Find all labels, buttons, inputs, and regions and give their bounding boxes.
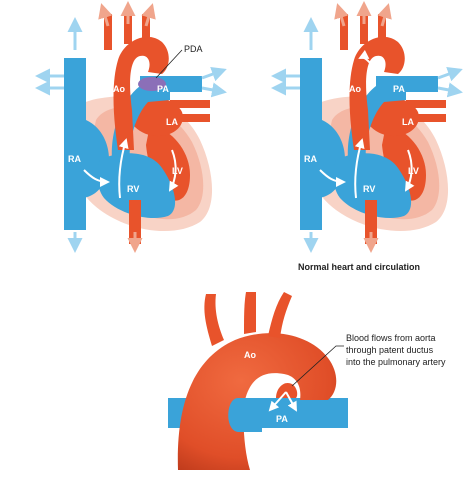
normal-right-ventricle-label: RV bbox=[363, 184, 375, 194]
detail-note-line: Blood flows from aorta bbox=[346, 333, 436, 343]
pda-descending-aorta bbox=[129, 200, 141, 244]
detail-flow-arrow bbox=[268, 391, 287, 412]
normal-pulmonary-artery-label: PA bbox=[393, 84, 405, 94]
normal-pulmonary-artery-branch bbox=[376, 76, 438, 92]
detail-note-line: through patent ductus bbox=[346, 345, 434, 355]
pda-arch-branch bbox=[142, 14, 150, 44]
pda-right-ventricle bbox=[97, 153, 176, 218]
normal-arch-branch bbox=[340, 14, 348, 50]
detail-aorta-label: Ao bbox=[244, 350, 256, 360]
detail-note-leader bbox=[291, 345, 344, 387]
pda-label-leader bbox=[155, 49, 183, 79]
detail-aorta bbox=[177, 333, 337, 470]
detail-flow-arrow bbox=[285, 391, 297, 412]
normal-flow-arrow bbox=[437, 67, 463, 82]
normal-pulmonary-vein bbox=[406, 114, 446, 122]
detail-arch-branch bbox=[268, 292, 292, 338]
pda-arch-branch bbox=[124, 14, 132, 44]
left-atrium-label: LA bbox=[166, 117, 178, 127]
normal-pulmonary-vein bbox=[406, 100, 446, 108]
pda-pulmonary-vein bbox=[170, 100, 210, 108]
pda-flow-arrow bbox=[201, 67, 227, 82]
pda-label: PDA bbox=[184, 44, 203, 54]
normal-flow-arrow bbox=[437, 82, 463, 98]
pda-flow-arrow bbox=[141, 3, 156, 27]
pda-aorta bbox=[113, 36, 169, 150]
pda-pulmonary-vein bbox=[170, 114, 210, 122]
normal-aorta-label: Ao bbox=[349, 84, 361, 94]
detail-arch-branch bbox=[204, 294, 224, 346]
detail-pulmonary-artery-branch bbox=[228, 398, 262, 432]
pda-flow-arrow bbox=[201, 82, 227, 98]
normal-heart-diagram: Ao PA LA RA LV RV bbox=[271, 1, 463, 253]
ductus-detail-diagram: Ao PA Blood flows from aorta through pat… bbox=[168, 292, 446, 470]
pda-arch-branch bbox=[104, 14, 112, 50]
detail-note-line: into the pulmonary artery bbox=[346, 357, 446, 367]
normal-left-atrium-label: LA bbox=[402, 117, 414, 127]
normal-flow-arrow bbox=[354, 138, 365, 199]
normal-right-atrium-label: RA bbox=[304, 154, 317, 164]
normal-heart-caption: Normal heart and circulation bbox=[298, 262, 420, 272]
normal-arch-branch bbox=[378, 14, 386, 44]
normal-flow-arrow bbox=[377, 3, 392, 27]
normal-arch-branch bbox=[360, 14, 368, 44]
normal-left-ventricle-label: LV bbox=[408, 166, 419, 176]
normal-descending-aorta bbox=[365, 200, 377, 244]
detail-ductus-arteriosus bbox=[276, 382, 298, 398]
detail-arch-branch bbox=[244, 292, 256, 334]
normal-flow-arrow bbox=[358, 49, 377, 71]
pulmonary-artery-label: PA bbox=[157, 84, 169, 94]
detail-pulmonary-artery-label: PA bbox=[276, 414, 288, 424]
right-atrium-label: RA bbox=[68, 154, 81, 164]
pda-flow-arrow bbox=[118, 138, 129, 199]
pda-flow-arrow bbox=[98, 3, 113, 27]
aorta-label: Ao bbox=[113, 84, 125, 94]
pda-heart-diagram: PDA Ao PA LA RA LV RV bbox=[35, 1, 227, 253]
normal-flow-arrow bbox=[334, 3, 349, 27]
right-ventricle-label: RV bbox=[127, 184, 139, 194]
pda-flow-arrow bbox=[168, 149, 179, 192]
normal-aorta bbox=[349, 36, 405, 150]
normal-flow-arrow bbox=[404, 149, 415, 192]
normal-flow-arrow bbox=[319, 169, 346, 187]
left-ventricle-label: LV bbox=[172, 166, 183, 176]
normal-right-ventricle bbox=[333, 153, 412, 218]
pda-flow-arrow bbox=[83, 169, 110, 187]
pda-ductus-arteriosus bbox=[138, 77, 166, 91]
